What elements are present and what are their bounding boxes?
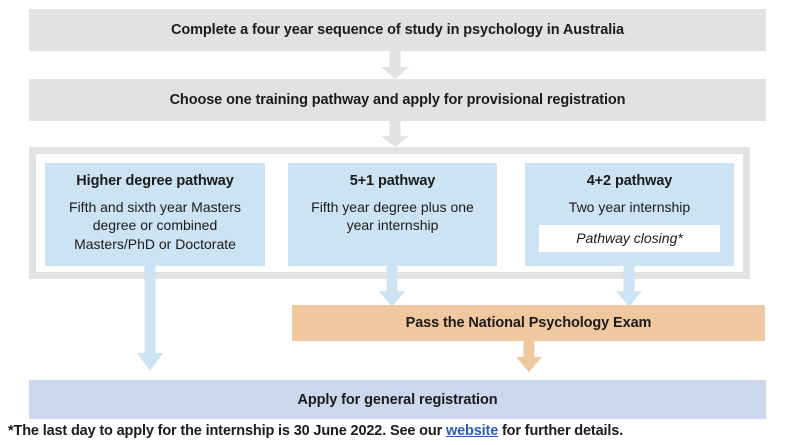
arrow-5plus1-to-exam-icon <box>366 266 418 307</box>
footnote-text-before: *The last day to apply for the internshi… <box>8 423 446 439</box>
pathway-title-5plus1: 5+1 pathway <box>349 173 436 189</box>
footnote: *The last day to apply for the internshi… <box>8 423 623 439</box>
registration-box: Apply for general registration <box>29 380 766 419</box>
arrow-higher-degree-to-registration-icon <box>124 266 176 371</box>
pathway-card-higher-degree: Higher degree pathway Fifth and sixth ye… <box>45 163 265 266</box>
pathway-title-4plus2: 4+2 pathway <box>586 173 673 189</box>
registration-label: Apply for general registration <box>297 391 498 408</box>
exam-box: Pass the National Psychology Exam <box>292 305 765 341</box>
pathway-card-4plus2: 4+2 pathway Two year internship Pathway … <box>525 163 734 266</box>
arrow-exam-to-registration-icon <box>503 341 555 372</box>
arrow-4plus2-to-exam-icon <box>603 266 655 307</box>
pathway-card-5plus1: 5+1 pathway Fifth year degree plus one y… <box>288 163 497 266</box>
pathway-description-5plus1: Fifth year degree plus one year internsh… <box>311 199 474 234</box>
exam-label: Pass the National Psychology Exam <box>405 315 652 331</box>
step-2-label: Choose one training pathway and apply fo… <box>169 92 626 108</box>
pathway-title-higher-degree: Higher degree pathway <box>76 173 234 189</box>
step-1-label: Complete a four year sequence of study i… <box>170 22 625 38</box>
step-1-box: Complete a four year sequence of study i… <box>29 9 766 51</box>
step-2-box: Choose one training pathway and apply fo… <box>29 79 766 121</box>
pathway-description-4plus2: Two year internship <box>568 199 691 215</box>
pathway-description-higher-degree: Fifth and sixth year Masters degree or c… <box>69 199 241 252</box>
pathway-note-4plus2: Pathway closing* <box>539 225 720 253</box>
footnote-website-link[interactable]: website <box>445 423 499 439</box>
arrow-step2-to-pathways-icon <box>366 121 424 147</box>
footnote-text-after: for further details. <box>498 423 624 439</box>
arrow-step1-to-step2-icon <box>366 51 424 79</box>
